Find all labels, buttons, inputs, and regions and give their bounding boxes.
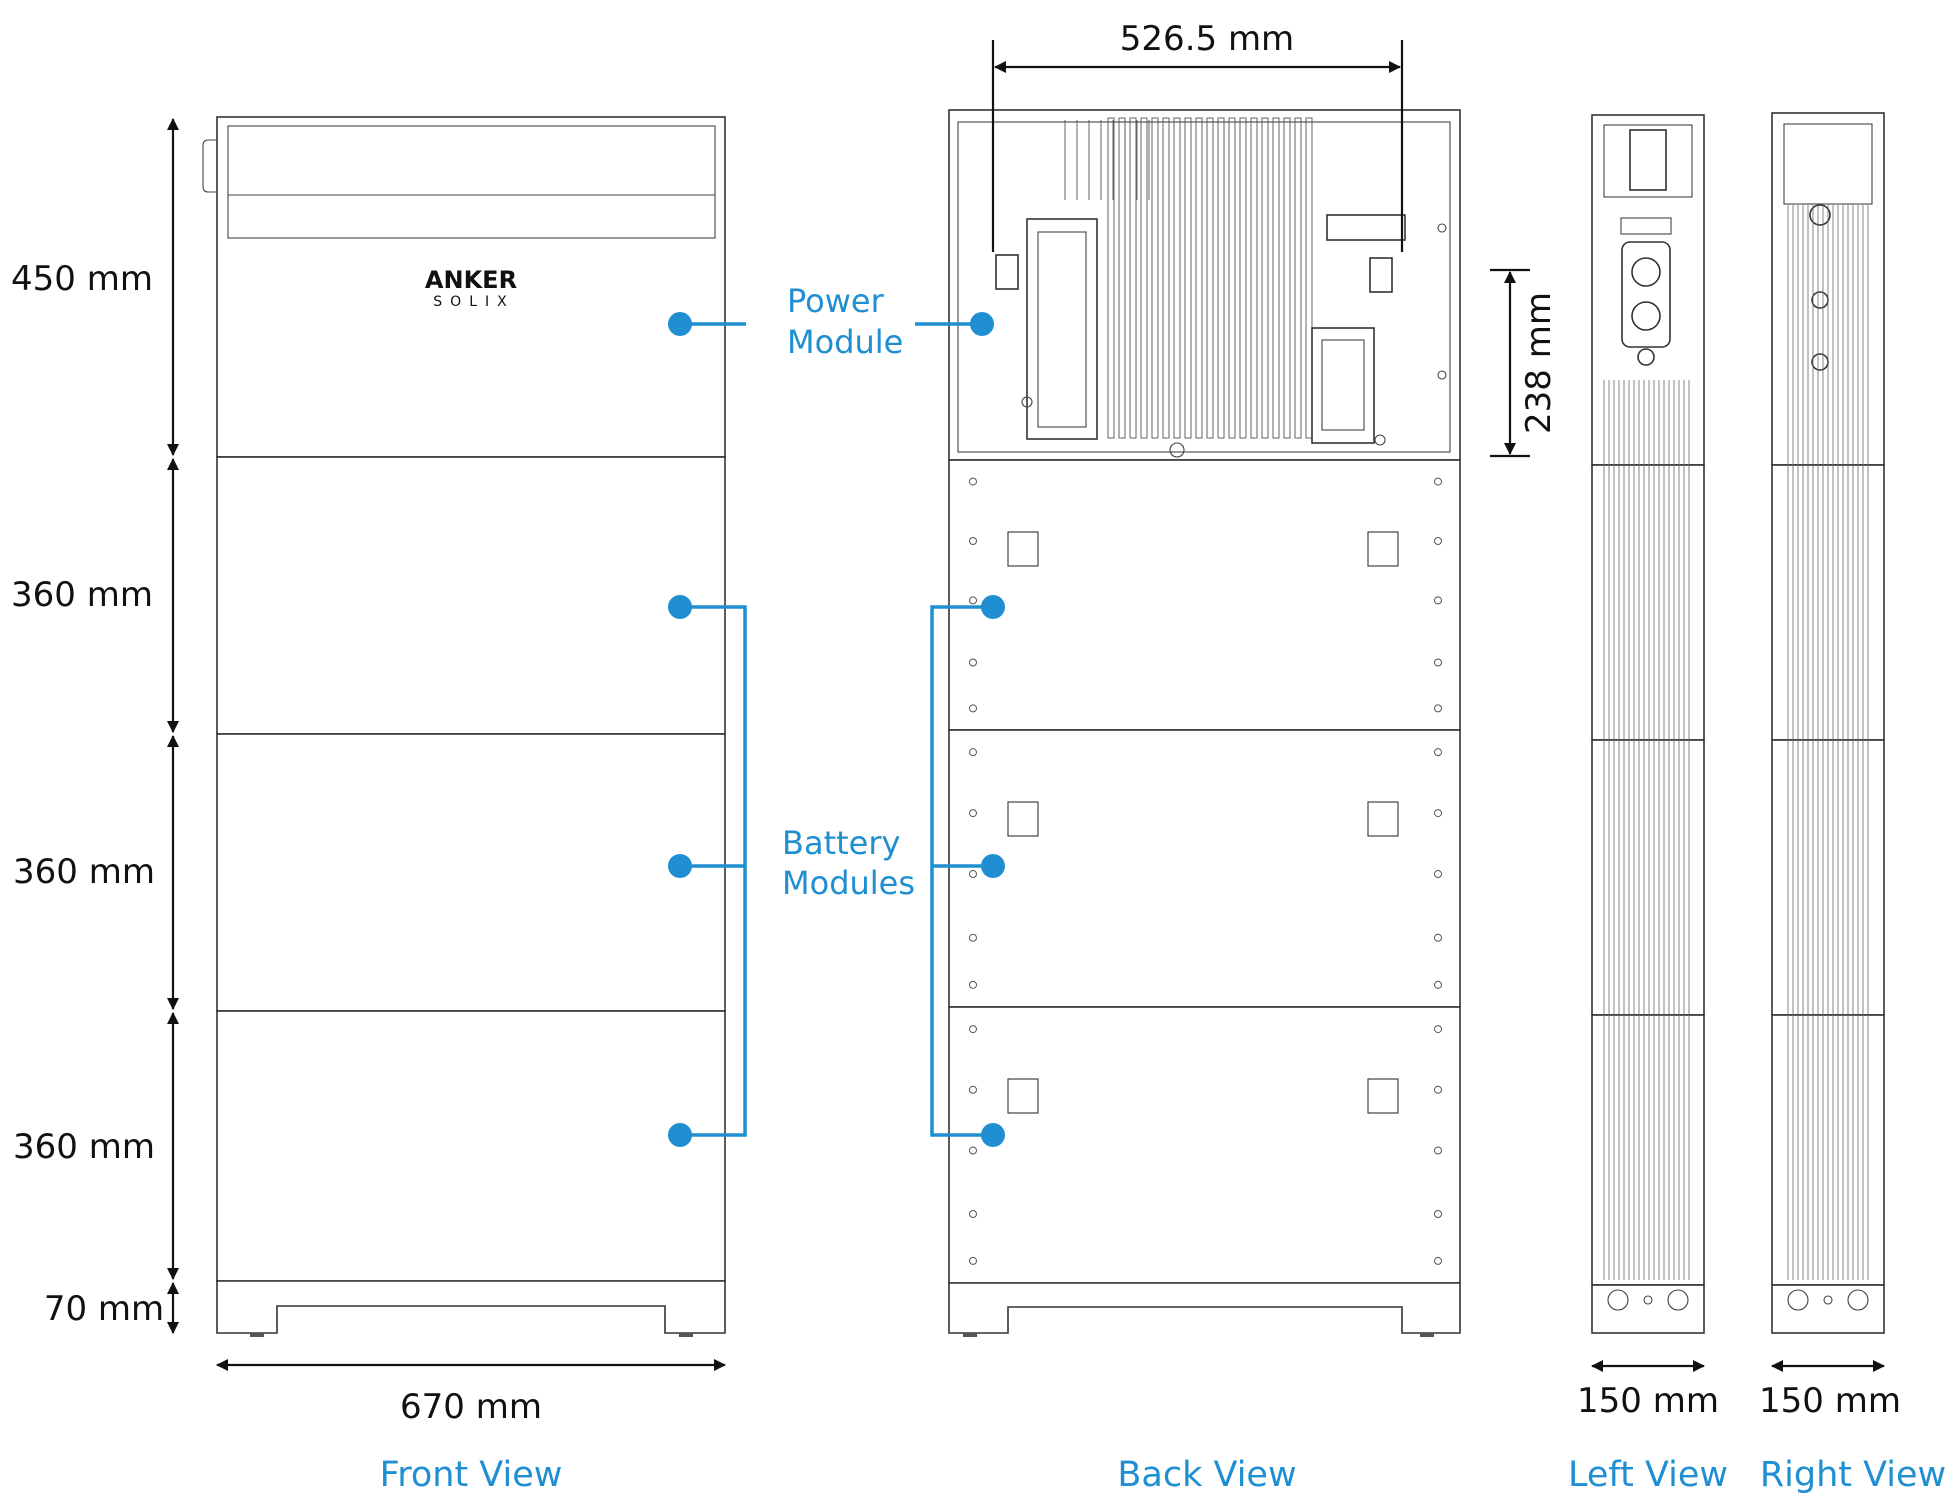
front-view-drawing [202,116,726,1337]
callout-battery-line1: Battery [782,824,900,862]
left-port [1631,301,1661,331]
back-left-connector [995,254,1019,290]
callout-dot [981,595,1005,619]
battery-modules-callout [668,595,1005,1147]
right-view-drawing [1771,112,1885,1334]
left-view-drawing [1591,114,1705,1334]
dim-battery-3-height: 360 mm [13,1127,155,1167]
back-view-drawing [948,109,1461,1337]
front-height-dimensions [167,118,726,1371]
left-battery-module-1 [1591,464,1705,741]
right-knob [1811,353,1829,371]
dim-front-width: 670 mm [400,1387,542,1427]
back-right-connector [1369,257,1393,293]
front-power-module [216,116,726,458]
left-handle [1629,129,1667,191]
front-base [216,1280,726,1334]
back-battery-module-3 [948,1006,1461,1284]
right-vent-grille [1787,205,1869,1280]
callout-dot [668,854,692,878]
front-side-handle [202,139,217,193]
dim-back-width: 526.5 mm [1120,19,1294,59]
dim-battery-2-height: 360 mm [13,852,155,892]
callout-dot [668,595,692,619]
front-battery-module-3 [216,1010,726,1282]
front-battery-module-1 [216,456,726,735]
callout-dot [668,312,692,336]
left-port [1637,348,1655,366]
callout-power-line1: Power [787,282,885,320]
logo-solix: SOLIX [433,294,514,310]
power-module-callout [668,312,994,336]
heatsink-fins [1064,117,1313,439]
right-base [1771,1284,1885,1334]
back-connector-box [1326,214,1406,241]
dim-right-depth: 150 mm [1759,1381,1901,1421]
back-battery-module-2 [948,729,1461,1008]
left-vent-grille [1603,380,1690,1280]
front-battery-module-2 [216,733,726,1012]
left-base [1591,1284,1705,1334]
back-terminal-box-left [1026,218,1098,440]
title-right-view: Right View [1760,1455,1946,1495]
right-knob [1809,204,1831,226]
callout-dot [970,312,994,336]
back-dimensions [991,40,1530,458]
callout-dot [981,1123,1005,1147]
title-left-view: Left View [1568,1455,1728,1495]
left-battery-module-2 [1591,739,1705,1016]
right-knob [1811,291,1829,309]
title-back-view: Back View [1117,1455,1296,1495]
left-port [1631,257,1661,287]
dim-left-depth: 150 mm [1577,1381,1719,1421]
dim-base-height: 70 mm [44,1289,164,1329]
dim-power-depth: 238 mm [1519,292,1559,434]
back-terminal-box-right [1311,327,1375,444]
title-front-view: Front View [380,1455,563,1495]
back-base [948,1282,1461,1334]
callout-battery-line2: Modules [782,864,915,902]
callout-dot [668,1123,692,1147]
front-top-panel [227,125,716,239]
dim-power-height: 450 mm [11,259,153,299]
dim-battery-1-height: 360 mm [11,575,153,615]
callout-dot [981,854,1005,878]
back-battery-module-1 [948,459,1461,731]
callout-power-line2: Module [787,323,903,361]
back-module-screws-and-handles [969,477,1442,1265]
logo-anker: ANKER [425,266,517,294]
